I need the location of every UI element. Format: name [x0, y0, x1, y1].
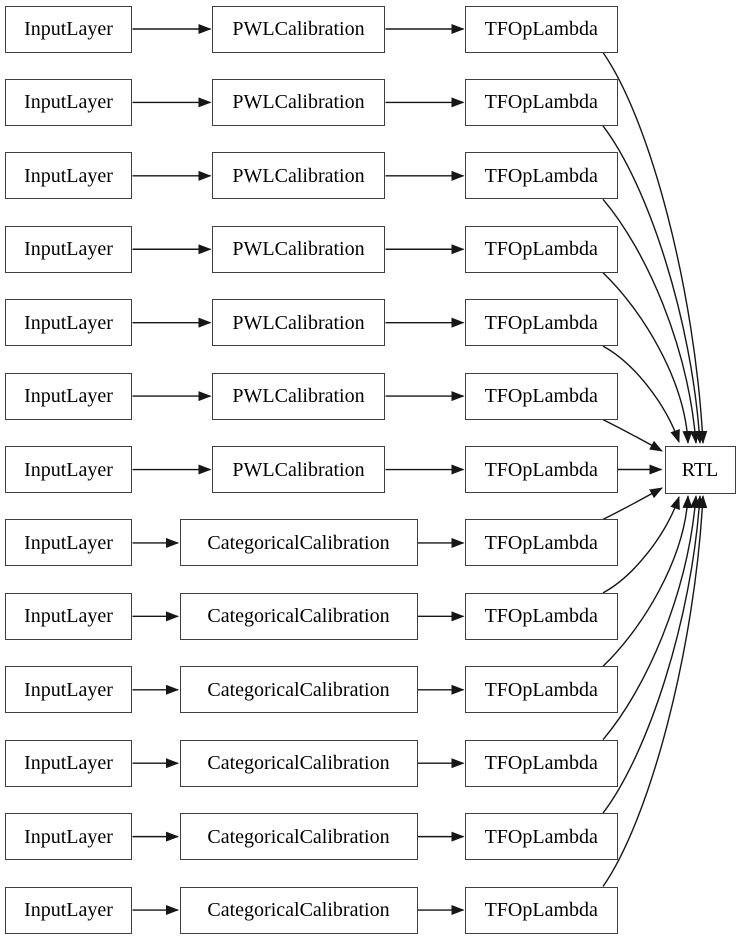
edge-lambda-to-rtl-1	[602, 125, 705, 444]
node-categorical-calibration-8: CategoricalCalibration	[179, 592, 418, 640]
node-pwl-calibration-5: PWLCalibration	[212, 372, 385, 420]
edge-lambda-to-rtl-10	[602, 495, 701, 741]
node-input-layer-9: InputLayer	[5, 666, 132, 714]
node-pwl-calibration-3: PWLCalibration	[212, 225, 385, 273]
edge-group	[132, 24, 708, 916]
edge-lambda-to-rtl-5	[602, 418, 663, 452]
node-tfop-lambda-3: TFOpLambda	[465, 225, 618, 273]
node-input-layer-8: InputLayer	[5, 592, 132, 640]
node-input-layer-7: InputLayer	[5, 519, 132, 567]
node-input-layer-0: InputLayer	[5, 5, 132, 53]
edge-lambda-to-rtl-11	[602, 495, 705, 814]
node-pwl-calibration-6: PWLCalibration	[212, 446, 385, 494]
node-input-layer-6: InputLayer	[5, 446, 132, 494]
node-categorical-calibration-10: CategoricalCalibration	[179, 739, 418, 787]
node-tfop-lambda-8: TFOpLambda	[465, 592, 618, 640]
node-pwl-calibration-1: PWLCalibration	[212, 78, 385, 126]
node-input-layer-12: InputLayer	[5, 886, 132, 934]
node-tfop-lambda-9: TFOpLambda	[465, 666, 618, 714]
node-categorical-calibration-7: CategoricalCalibration	[179, 519, 418, 567]
node-tfop-lambda-1: TFOpLambda	[465, 78, 618, 126]
node-tfop-lambda-5: TFOpLambda	[465, 372, 618, 420]
node-input-layer-4: InputLayer	[5, 299, 132, 347]
node-categorical-calibration-12: CategoricalCalibration	[179, 886, 418, 934]
edge-lambda-to-rtl-0	[602, 52, 708, 444]
node-tfop-lambda-2: TFOpLambda	[465, 152, 618, 200]
node-tfop-lambda-10: TFOpLambda	[465, 739, 618, 787]
node-input-layer-5: InputLayer	[5, 372, 132, 420]
node-input-layer-3: InputLayer	[5, 225, 132, 273]
node-pwl-calibration-2: PWLCalibration	[212, 152, 385, 200]
node-tfop-lambda-6: TFOpLambda	[465, 446, 618, 494]
edge-lambda-to-rtl-12	[602, 495, 708, 887]
node-tfop-lambda-12: TFOpLambda	[465, 886, 618, 934]
edge-lambda-to-rtl-8	[602, 496, 680, 594]
node-input-layer-11: InputLayer	[5, 813, 132, 861]
node-input-layer-1: InputLayer	[5, 78, 132, 126]
edge-lambda-to-rtl-4	[602, 345, 680, 443]
edge-lambda-to-rtl-2	[602, 198, 701, 444]
node-input-layer-10: InputLayer	[5, 739, 132, 787]
node-tfop-lambda-7: TFOpLambda	[465, 519, 618, 567]
edge-lambda-to-rtl-3	[602, 272, 693, 444]
node-tfop-lambda-11: TFOpLambda	[465, 813, 618, 861]
node-categorical-calibration-9: CategoricalCalibration	[179, 666, 418, 714]
edge-lambda-to-rtl-9	[602, 495, 693, 667]
node-tfop-lambda-0: TFOpLambda	[465, 5, 618, 53]
node-pwl-calibration-4: PWLCalibration	[212, 299, 385, 347]
edge-lambda-to-rtl-7	[602, 487, 663, 521]
node-rtl: RTL	[664, 445, 736, 494]
node-pwl-calibration-0: PWLCalibration	[212, 5, 385, 53]
node-tfop-lambda-4: TFOpLambda	[465, 299, 618, 347]
node-categorical-calibration-11: CategoricalCalibration	[179, 813, 418, 861]
node-input-layer-2: InputLayer	[5, 152, 132, 200]
